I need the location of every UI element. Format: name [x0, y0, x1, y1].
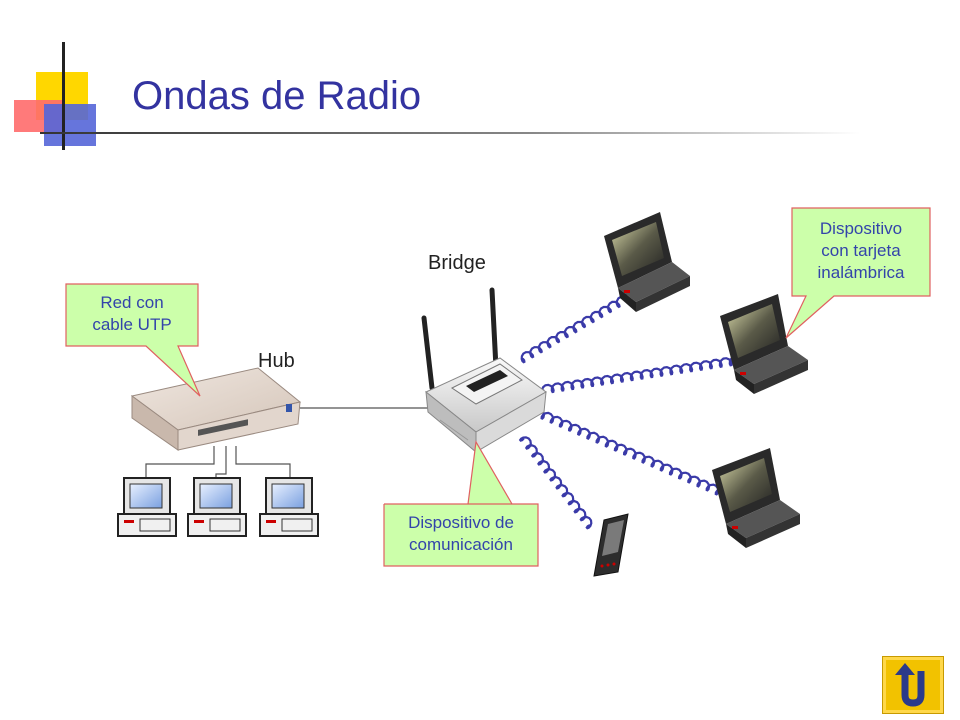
callout-wireless-bubble — [785, 207, 931, 339]
callout-wireless-text: Dispositivo con tarjeta inalámbrica — [792, 218, 930, 284]
bridge-router — [421, 287, 547, 454]
callout-device-line-1: Dispositivo de — [408, 513, 514, 532]
page-title: Ondas de Radio — [132, 74, 422, 118]
callout-device-line-2: comunicación — [409, 535, 513, 554]
callout-utp-text: Red con cable UTP — [66, 292, 198, 336]
pc-2 — [187, 477, 247, 537]
wave-to-laptop-1 — [520, 292, 630, 364]
radio-waves — [518, 292, 743, 530]
pda-device — [593, 513, 629, 577]
utp-cables — [145, 446, 291, 478]
hub-device — [130, 367, 302, 451]
callout-utp-line-2: cable UTP — [92, 315, 172, 334]
callout-device-bubble — [383, 440, 539, 567]
hub-label: Hub — [258, 350, 295, 372]
bridge-label: Bridge — [428, 252, 486, 274]
callout-utp-line-1: Red con — [100, 293, 164, 312]
callout-wireless-line-2: con tarjeta — [821, 241, 901, 260]
callout-device-text: Dispositivo de comunicación — [384, 512, 538, 556]
callout-wireless-line-3: inalámbrica — [817, 263, 905, 282]
u-turn-back-icon — [895, 663, 925, 707]
wave-to-pda — [518, 436, 593, 530]
laptop-3 — [712, 448, 800, 548]
laptop-2 — [720, 294, 808, 394]
callout-wireless-line-1: Dispositivo — [819, 219, 903, 238]
back-button[interactable] — [882, 656, 944, 714]
pc-1 — [117, 477, 177, 537]
deco-horizontal-line — [40, 132, 860, 134]
callout-utp-bubble — [65, 283, 201, 397]
laptop-1 — [604, 212, 690, 312]
wave-to-laptop-3 — [531, 407, 729, 500]
deco-vertical-line — [62, 42, 65, 150]
deco-blue-square — [44, 104, 96, 146]
wave-to-laptop-2 — [540, 355, 743, 395]
pc-3 — [259, 477, 319, 537]
